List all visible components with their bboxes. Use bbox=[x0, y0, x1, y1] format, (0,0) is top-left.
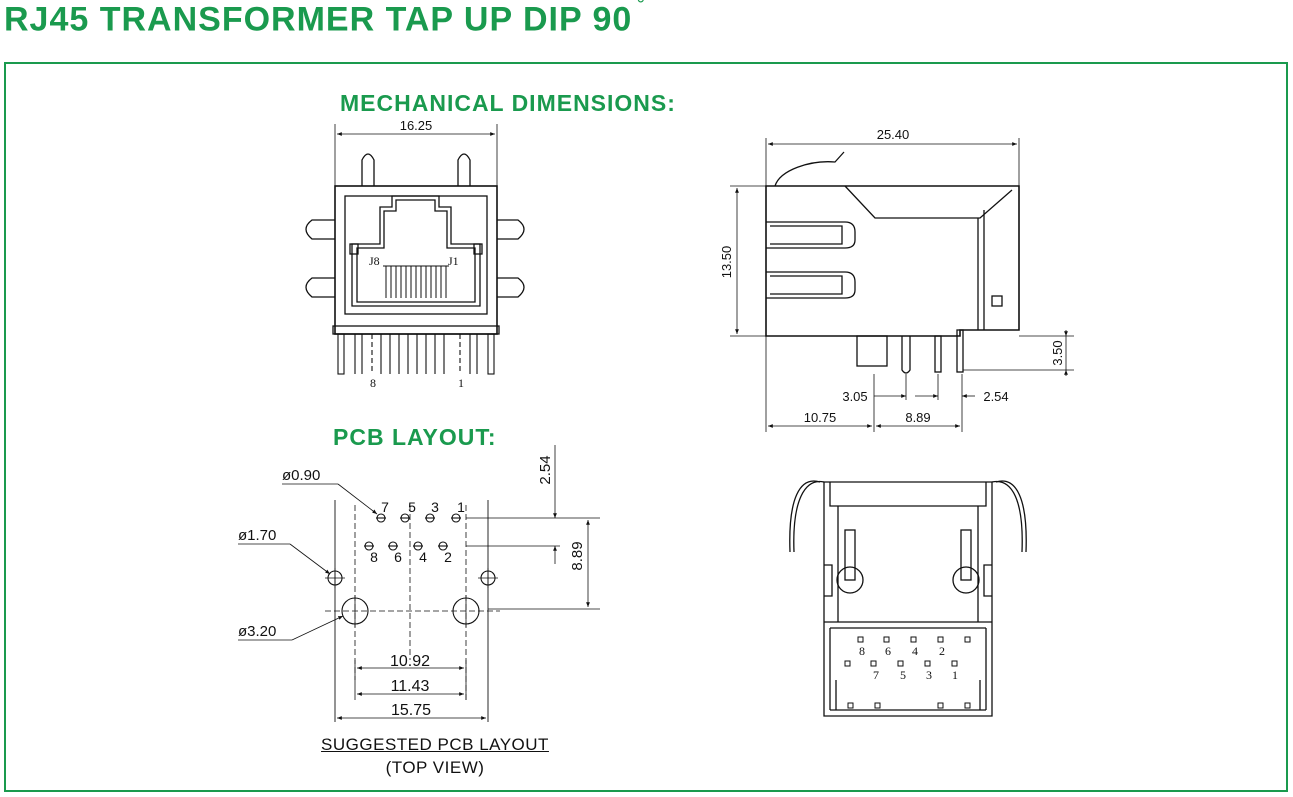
bottom-pin-2: 2 bbox=[939, 644, 945, 658]
hole-mid-label: ø1.70 bbox=[238, 527, 276, 544]
row-pitch-dim: 2.54 bbox=[537, 455, 554, 484]
bottom-pin-4: 4 bbox=[912, 644, 918, 658]
page-title: RJ45 TRANSFORMER TAP UP DIP 90° bbox=[4, 0, 646, 39]
pcb-caption-sub: (TOP VIEW) bbox=[385, 758, 485, 777]
bottom-pin-5: 5 bbox=[900, 668, 906, 682]
front-to-pin-dim: 10.75 bbox=[804, 410, 837, 425]
pin-span-dim: 8.89 bbox=[905, 410, 930, 425]
bottom-pin-1: 1 bbox=[952, 668, 958, 682]
pcb-pin-3: 3 bbox=[431, 499, 439, 515]
hole-pin-label: ø0.90 bbox=[282, 467, 320, 484]
pcb-layout bbox=[238, 445, 600, 722]
side-length-dim: 25.40 bbox=[877, 127, 910, 142]
pin-1-label: 1 bbox=[458, 376, 464, 390]
bottom-pin-7: 7 bbox=[873, 668, 879, 682]
pin-8-label: 8 bbox=[370, 376, 376, 390]
bottom-view bbox=[789, 480, 1027, 717]
peg-offset-dim: 8.89 bbox=[569, 541, 586, 570]
pin-pitch-dim: 2.54 bbox=[983, 389, 1008, 404]
pcb-dim-outer: 15.75 bbox=[391, 702, 431, 719]
pcb-pin-8: 8 bbox=[370, 549, 378, 565]
front-width-dim: 16.25 bbox=[400, 118, 433, 133]
side-height-dim: 13.50 bbox=[719, 246, 734, 279]
pcb-pin-2: 2 bbox=[444, 549, 452, 565]
pcb-dim-inner: 10.92 bbox=[390, 653, 430, 670]
front-view bbox=[305, 124, 525, 375]
pcb-pin-7: 7 bbox=[381, 499, 389, 515]
pin-gap-dim: 3.05 bbox=[842, 389, 867, 404]
pcb-pin-4: 4 bbox=[419, 549, 427, 565]
contact-j1-label: J1 bbox=[448, 254, 459, 268]
pcb-pin-1: 1 bbox=[457, 499, 465, 515]
pin-length-dim: 3.50 bbox=[1050, 340, 1065, 365]
side-view bbox=[730, 138, 1074, 432]
title-degree: ° bbox=[636, 0, 647, 17]
bottom-pin-8: 8 bbox=[859, 644, 865, 658]
pcb-pin-5: 5 bbox=[408, 499, 416, 515]
contact-j8-label: J8 bbox=[369, 254, 380, 268]
pcb-dim-mid: 11.43 bbox=[391, 678, 430, 695]
pcb-heading: PCB LAYOUT: bbox=[333, 424, 497, 450]
drawing-frame bbox=[4, 62, 1288, 792]
bottom-pin-3: 3 bbox=[926, 668, 932, 682]
title-text: RJ45 TRANSFORMER TAP UP DIP 90 bbox=[4, 0, 633, 39]
pcb-caption: SUGGESTED PCB LAYOUT bbox=[321, 735, 549, 754]
hole-peg-label: ø3.20 bbox=[238, 623, 276, 640]
bottom-pin-6: 6 bbox=[885, 644, 891, 658]
mechanical-heading: MECHANICAL DIMENSIONS: bbox=[340, 90, 676, 116]
pcb-pin-6: 6 bbox=[394, 549, 402, 565]
